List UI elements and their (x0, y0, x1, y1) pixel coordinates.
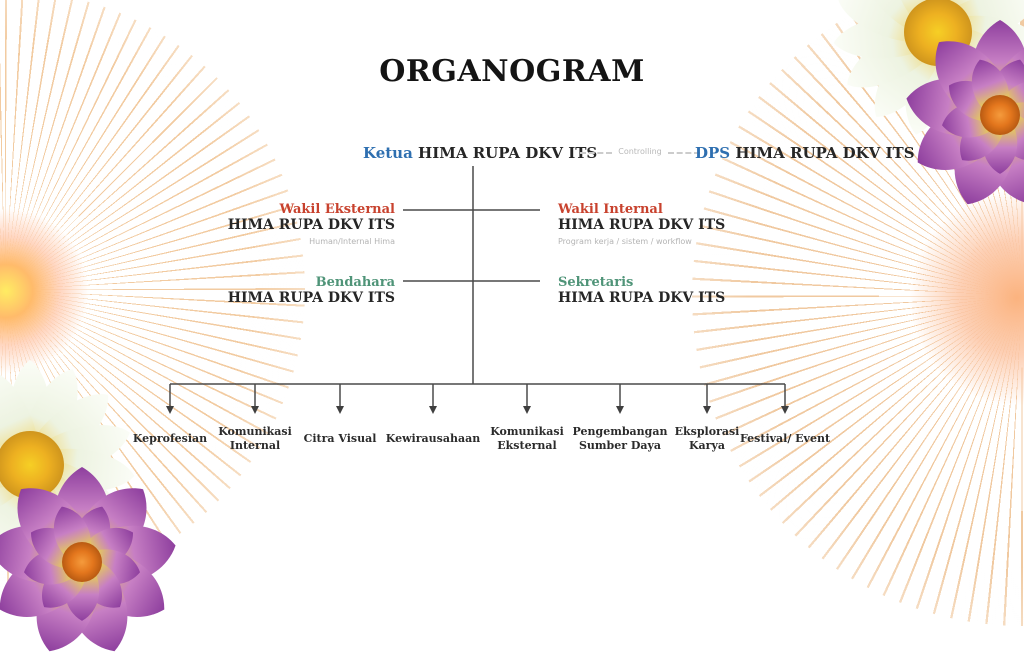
dept-komunikasi-eksternal: Komunikasi Eksternal (490, 424, 564, 452)
wakil-eksternal-note: Human/Internal Hima (309, 236, 395, 246)
node-wakil-internal: Wakil Internal HIMA RUPA DKV ITS Program… (558, 202, 788, 246)
wakil-internal-note: Program kerja / sistem / workflow (558, 236, 692, 246)
controlling-dash-left (580, 152, 612, 154)
dept-keprofesian: Keprofesian (132, 431, 208, 445)
ketua-role-label: Ketua (363, 144, 413, 162)
dept-citra-visual: Citra Visual (303, 431, 377, 445)
sekretaris-role: Sekretaris (558, 275, 634, 290)
controlling-dash-right (668, 152, 700, 154)
org-chart-connectors (166, 166, 789, 414)
sekretaris-org: HIMA RUPA DKV ITS (558, 290, 726, 307)
ketua-org-label: HIMA RUPA DKV ITS (418, 144, 598, 162)
wakil-internal-org: HIMA RUPA DKV ITS (558, 217, 726, 234)
controlling-label: Controlling (618, 147, 662, 156)
bendahara-role: Bendahara (315, 275, 395, 290)
dept-eksplorasi-karya: Eksplorasi Karya (674, 424, 740, 452)
wakil-eksternal-org: HIMA RUPA DKV ITS (227, 217, 395, 234)
wakil-eksternal-role: Wakil Eksternal (279, 202, 395, 217)
dps-role-label: DPS (695, 144, 731, 162)
node-dps: DPS HIMA RUPA DKV ITS (695, 144, 915, 162)
wakil-internal-role: Wakil Internal (558, 202, 663, 217)
node-ketua: Ketua HIMA RUPA DKV ITS (363, 144, 597, 162)
node-bendahara: Bendahara HIMA RUPA DKV ITS (195, 275, 395, 307)
dept-festival-event: Festival/ Event (739, 431, 831, 445)
dept-pengembangan-sumber-daya: Pengembangan Sumber Daya (572, 424, 668, 452)
node-sekretaris: Sekretaris HIMA RUPA DKV ITS (558, 275, 788, 307)
dps-org-label: HIMA RUPA DKV ITS (735, 144, 915, 162)
node-wakil-eksternal: Wakil Eksternal HIMA RUPA DKV ITS Human/… (195, 202, 395, 246)
bendahara-org: HIMA RUPA DKV ITS (227, 290, 395, 307)
dept-komunikasi-internal: Komunikasi Internal (218, 424, 292, 452)
page-title: ORGANOGRAM (379, 54, 645, 89)
dept-kewirausahaan: Kewirausahaan (385, 431, 481, 445)
